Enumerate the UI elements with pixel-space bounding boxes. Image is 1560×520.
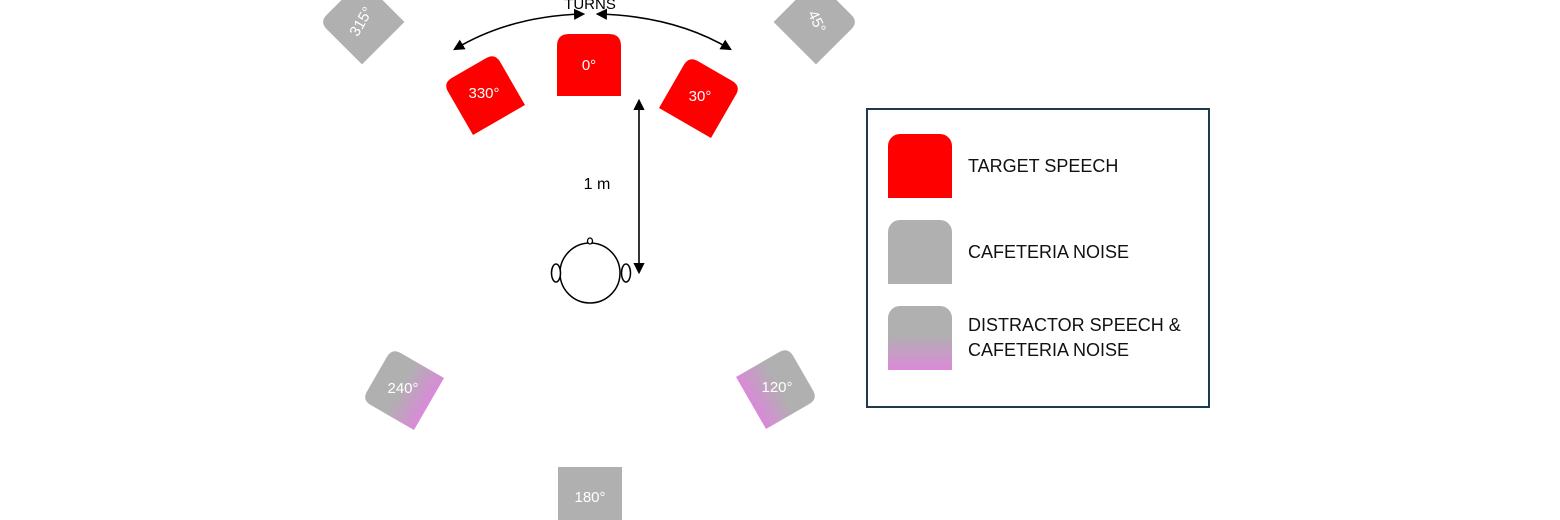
legend-item-noise: CAFETERIA NOISE [888,220,1129,284]
speaker-120-label: 120° [761,379,792,396]
speaker-240-label: 240° [387,380,418,397]
legend-label-noise: CAFETERIA NOISE [968,241,1130,262]
speaker-330: 330° [446,56,525,135]
speaker-45: 45° [773,0,855,65]
legend-label-target: TARGET SPEECH [968,155,1119,176]
speaker-330-label: 330° [468,85,499,102]
speaker-315: 315° [323,0,405,65]
turns-label: TURNS [564,0,616,13]
legend-item-target: TARGET SPEECH [888,134,1118,198]
distance-label: 1 m [584,176,611,193]
speaker-120: 120° [736,350,815,429]
legend-label-distractor: DISTRACTOR SPEECH & CAFETERIA NOISE [968,315,1181,360]
legend: TARGET SPEECH CAFETERIA NOISE DISTRACTOR… [866,108,1210,408]
speaker-30-label: 30° [689,88,712,105]
speaker-180-label: 180° [574,489,605,506]
speaker-0: 0° [557,34,621,96]
listener-head-icon [550,237,632,304]
noise-swatch-icon [888,220,952,284]
distractor-swatch-icon [888,306,952,370]
speaker-30: 30° [659,59,738,138]
speaker-240: 240° [365,351,444,430]
turn-arrow-right [595,8,732,51]
speaker-0-label: 0° [582,57,596,74]
legend-item-distractor: DISTRACTOR SPEECH & CAFETERIA NOISE [888,306,1181,370]
turn-arrow-left [453,8,586,51]
speaker-180: 180° [558,467,622,520]
target-swatch-icon [888,134,952,198]
